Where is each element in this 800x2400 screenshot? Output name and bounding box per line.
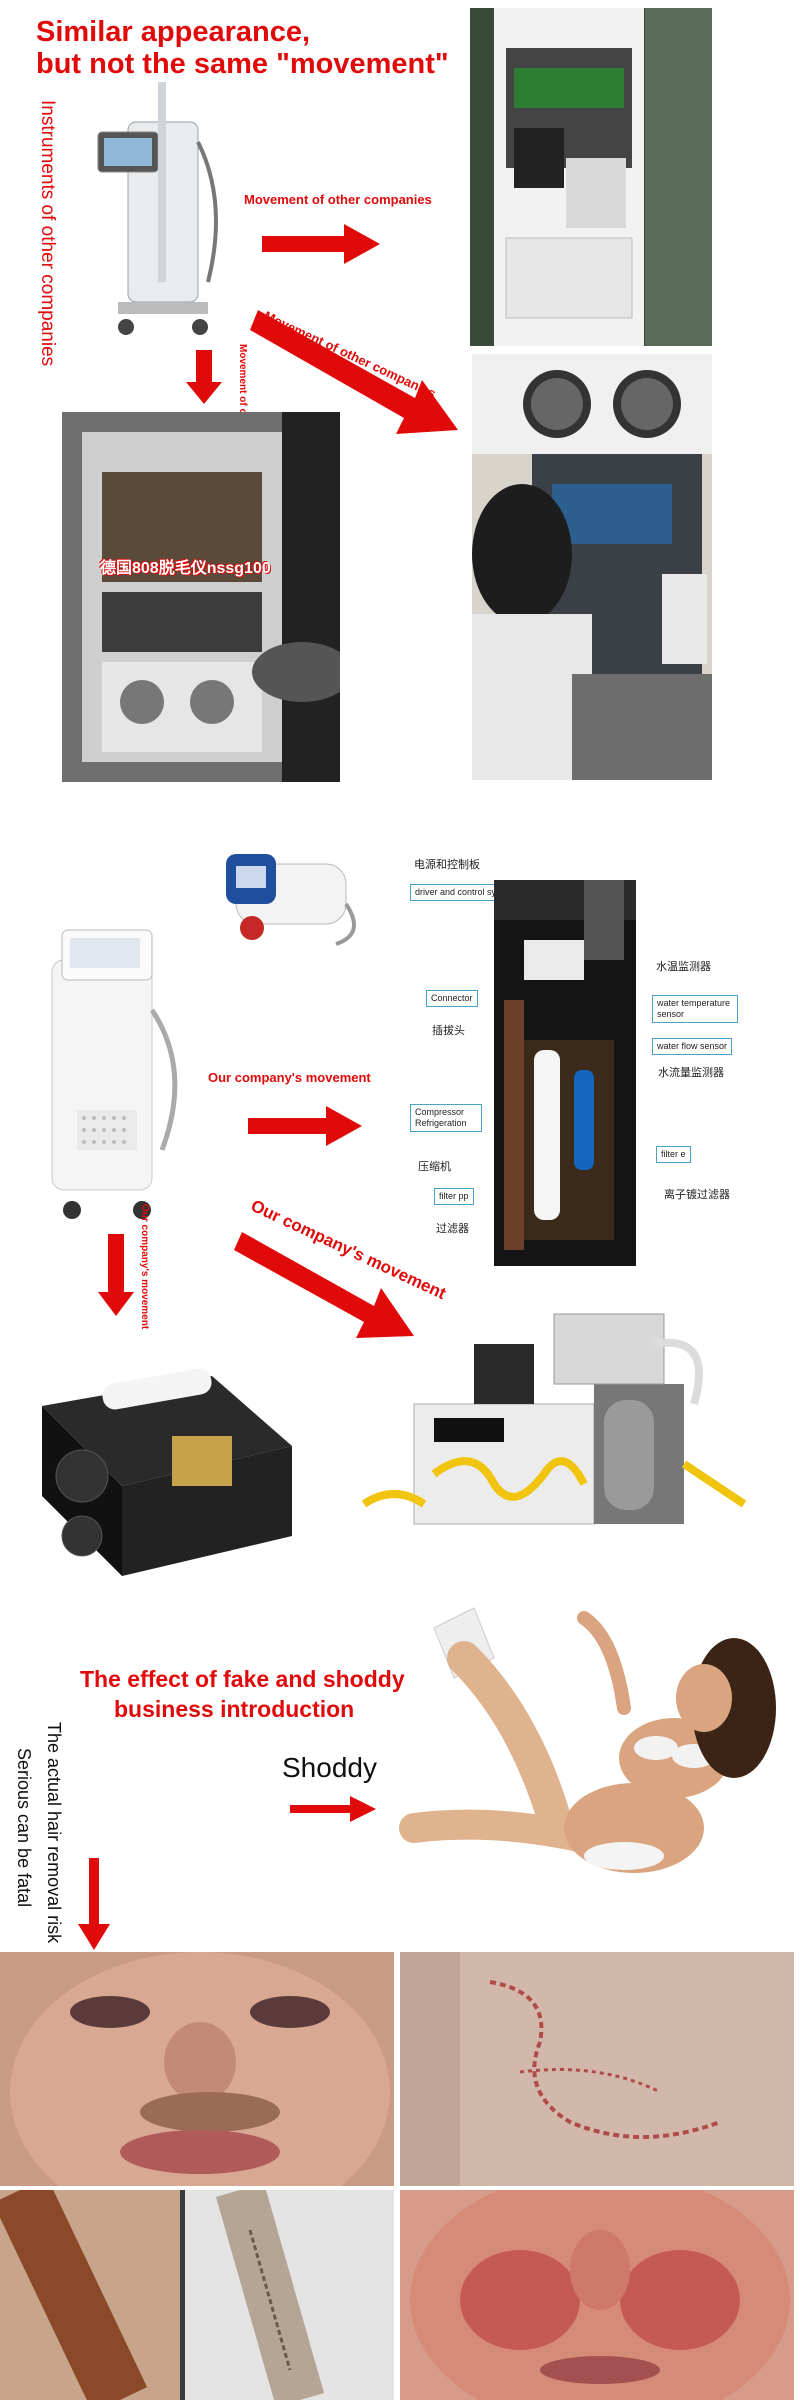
section2-arrow-right-label: Our company's movement (208, 1070, 371, 1085)
shoddy-arrow (290, 1796, 376, 1822)
section2-arrow-diag (234, 1232, 414, 1338)
section3-arrow-down (78, 1858, 110, 1950)
section1-arrow-down (186, 350, 222, 404)
callout-compressor: Compressor Refrigeration (410, 1104, 482, 1132)
section1-title-line2: but not the same "movement" (36, 48, 449, 80)
our-machine-image (2, 920, 198, 1230)
our-small-device-image (196, 844, 366, 954)
section1-vertical-label: Instruments of other companies (37, 100, 58, 367)
label-connector-cn: 插拔头 (432, 1025, 465, 1037)
other-movement-photo-3: 德国808脱毛仪nssg100 (62, 412, 340, 782)
label-compressor-cn: 压缩机 (418, 1161, 451, 1173)
section3-title-line1: The effect of fake and shoddy (80, 1666, 405, 1692)
section3-title-line2: business introduction (114, 1696, 355, 1722)
model-image (374, 1598, 782, 1936)
injury-photo-face-2 (400, 2190, 794, 2400)
label-flow-monitor-cn: 水流量监测器 (658, 1067, 724, 1079)
our-module-photo-1 (22, 1336, 298, 1580)
other-machine-overlay-text: 德国808脱毛仪nssg100 (100, 560, 271, 577)
section3-vertical-2: Serious can be fatal (14, 1748, 34, 1908)
callout-water-flow: water flow sensor (652, 1038, 733, 1055)
injury-photo-skin (400, 1952, 794, 2186)
section1-title-line1: Similar appearance, (36, 16, 311, 48)
callout-water-temp: water temperature sensor (652, 995, 738, 1023)
label-ion-filter-cn: 离子镀过滤器 (664, 1189, 730, 1201)
other-movement-photo-2 (472, 354, 712, 780)
section2-arrow-right (248, 1106, 362, 1146)
section1-title: Similar appearance, but not the same "mo… (36, 16, 449, 80)
section2-arrow-down-label: Our company's movement (139, 1204, 150, 1330)
other-movement-photo-1 (470, 8, 712, 346)
other-machine-image (88, 82, 238, 350)
callout-filter-pp: filter pp (434, 1188, 474, 1205)
shoddy-label: Shoddy (282, 1752, 377, 1783)
callout-connector: Connector (426, 990, 478, 1007)
label-power-control-cn: 电源和控制板 (414, 859, 480, 871)
section3-title: The effect of fake and shoddy business i… (80, 1664, 405, 1724)
section3-vertical-1: The actual hair removal risk (44, 1722, 64, 1944)
label-filter-cn: 过滤器 (436, 1223, 469, 1235)
label-water-monitor-cn: 水温监测器 (656, 961, 711, 973)
our-internal-module-image (494, 880, 636, 1266)
section1-arrow-right-label: Movement of other companies (244, 192, 432, 207)
section1-arrow-diag (250, 310, 458, 434)
injury-photo-legs (0, 2190, 394, 2400)
section2-arrow-down (98, 1234, 134, 1316)
our-module-photo-2 (354, 1304, 756, 1560)
callout-filter-e: filter e (656, 1146, 691, 1163)
injury-photo-face-1 (0, 1952, 394, 2186)
section1-arrow-right (262, 224, 380, 264)
